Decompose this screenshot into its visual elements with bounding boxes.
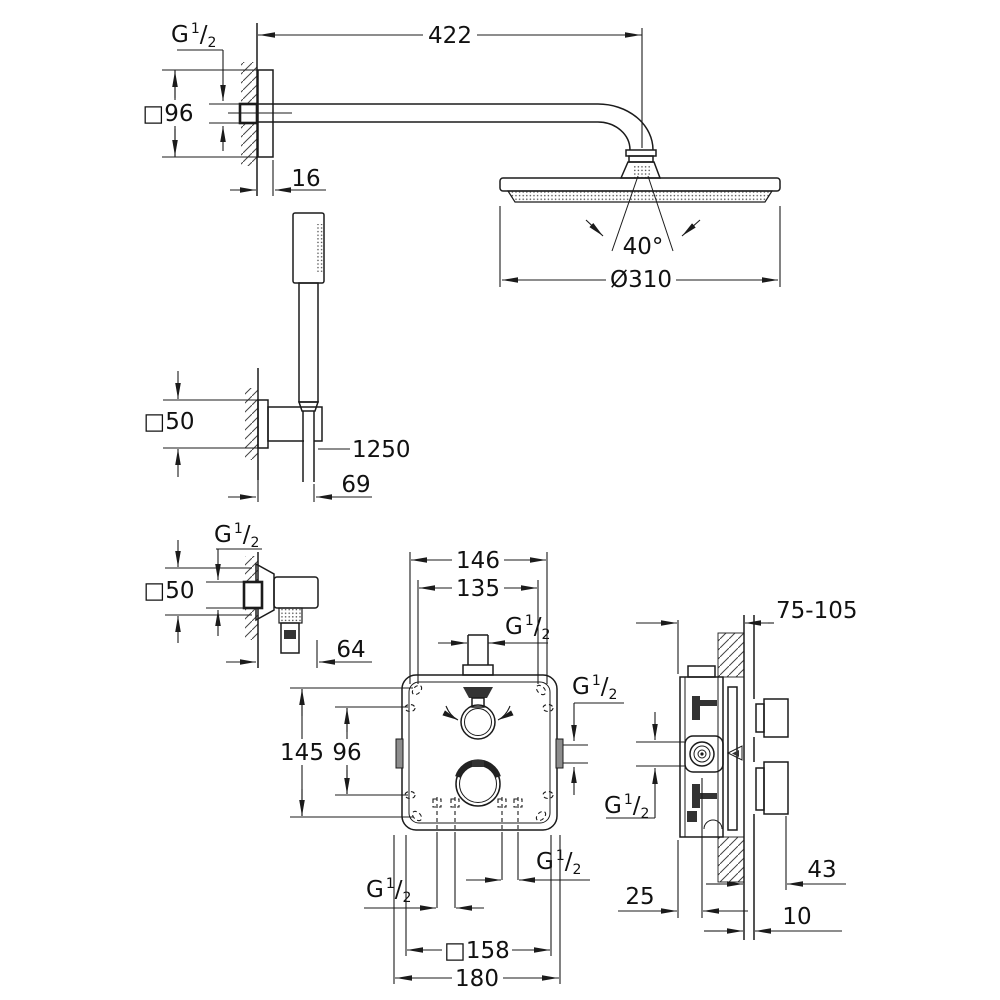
dim-label-10: 10	[782, 904, 811, 930]
dim-label-50sq-holder: □50	[144, 409, 195, 435]
top-port-stub	[687, 665, 716, 678]
dim-label-69: 69	[341, 472, 370, 498]
dim-label-50sq-elbow: □50	[144, 578, 195, 604]
lower-clip	[692, 784, 700, 808]
mixer-box-side-view	[679, 615, 789, 940]
dim-label-422: 422	[428, 23, 472, 49]
dim-arm-escutcheon-depth: 16	[230, 160, 326, 196]
dim-wall-plate: 10	[704, 904, 842, 934]
dim-label-135: 135	[456, 576, 500, 602]
dim-front-protrusion: 43	[706, 816, 846, 890]
top-port-flange	[462, 664, 494, 676]
dim-box-widths: □158 180	[393, 835, 561, 992]
hand-shower-holder	[245, 368, 323, 482]
dim-label-158sq: □158	[444, 938, 510, 964]
dim-label-146: 146	[456, 548, 500, 574]
dim-hose-length: 1250	[318, 437, 411, 463]
shower-arm	[228, 102, 662, 179]
hose-cone-nut	[297, 401, 320, 412]
handle-spray-band	[316, 224, 323, 272]
holder-escutcheon	[257, 399, 269, 449]
diverter-knob-side	[763, 698, 789, 738]
dim-label-25: 25	[625, 884, 654, 910]
ball-knurl	[633, 166, 650, 178]
head-body	[499, 177, 781, 192]
spray-face	[506, 190, 774, 203]
elbow-hose-outlet	[280, 622, 300, 654]
flow-mark	[726, 745, 743, 761]
hose	[304, 412, 314, 481]
dim-top-widths: 146 135	[409, 546, 548, 684]
elbow-outlet-slot	[284, 630, 296, 639]
dim-label-dia310: Ø310	[610, 267, 672, 293]
diverter-stem-side	[755, 703, 765, 733]
arm-nut	[625, 149, 657, 157]
dim-label-1250: 1250	[352, 437, 411, 463]
dim-label-43: 43	[807, 857, 836, 883]
front-frame-plate	[727, 686, 738, 831]
dim-head-diameter: Ø310	[499, 206, 781, 293]
bottom-ports	[432, 797, 523, 832]
dim-label-40deg: 40°	[623, 234, 664, 260]
dim-holder-depth: 69	[228, 472, 372, 502]
hand-shower	[292, 212, 325, 412]
dim-label-75-105: 75-105	[776, 598, 857, 624]
side-port	[689, 741, 715, 767]
hand-shower-body	[298, 282, 319, 403]
dim-holder-size: □50	[144, 371, 258, 477]
dim-depth-range: 75-105	[636, 598, 857, 674]
diverter-knob	[442, 687, 514, 740]
elbow-body	[273, 576, 319, 609]
wall-hatch-lower	[717, 836, 745, 883]
dim-label-96: 96	[332, 740, 361, 766]
thermostat-knob	[455, 759, 501, 807]
dim-arm-escutcheon-size: □96	[142, 69, 258, 158]
head-shower	[499, 177, 781, 203]
thermostat-stem-side	[755, 767, 765, 811]
outlet-elbow	[242, 552, 319, 668]
dim-elbow-depth: 64	[226, 637, 372, 668]
wall-hatch	[245, 388, 258, 460]
dim-label-16: 16	[291, 166, 320, 192]
holder-body	[267, 406, 323, 442]
fixing-screws	[404, 684, 554, 822]
dim-spray-angle: 40°	[585, 175, 701, 260]
dim-back-offset: 25	[618, 778, 748, 918]
right-port-tab	[555, 738, 564, 769]
mixer-box-front-view	[395, 634, 564, 832]
elbow-thread-nipple	[242, 580, 264, 610]
thermostat-knob-side	[763, 761, 789, 815]
dim-label-180: 180	[455, 966, 499, 992]
elbow-knurled-nut	[278, 607, 303, 624]
left-port-tab	[395, 738, 404, 769]
dim-label-64: 64	[336, 637, 365, 663]
dim-heights: 145 96	[279, 687, 413, 818]
dim-elbow-size: □50	[144, 540, 252, 643]
side-port-boss	[684, 735, 724, 773]
wall-hatch-upper	[717, 632, 745, 678]
upper-clip	[692, 696, 700, 720]
dim-arm-length: 422	[258, 21, 643, 148]
dim-label-96sq: □96	[143, 101, 194, 127]
dim-label-145: 145	[280, 740, 324, 766]
